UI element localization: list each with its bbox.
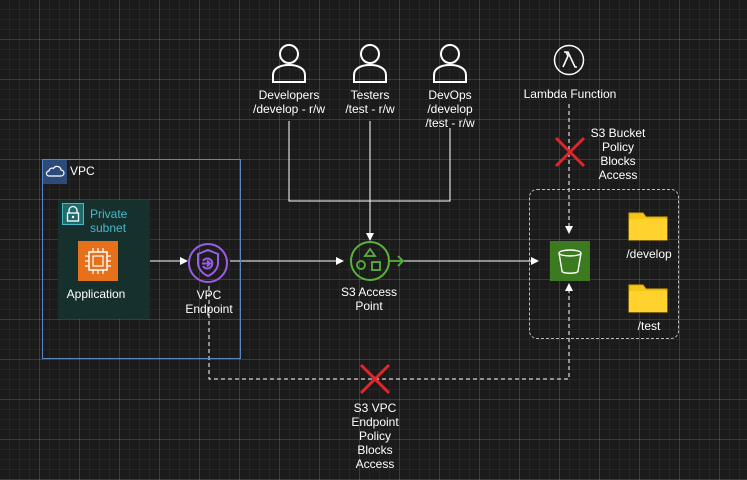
vpc-endpoint-label: VPC Endpoint <box>185 288 233 316</box>
deny-cross-icon <box>359 363 391 400</box>
s3-access-point-label: S3 Access Point <box>340 285 398 313</box>
ec2-instance-icon[interactable] <box>78 241 118 286</box>
vpc-label: VPC <box>70 164 95 178</box>
vpc-endpoint-shield-icon[interactable] <box>186 241 230 290</box>
bucket-policy-note: S3 Bucket Policy Blocks Access <box>590 126 646 182</box>
develop-folder-label: /develop <box>626 247 672 261</box>
devops-label: DevOps /develop /test - r/w <box>425 88 475 130</box>
lambda-icon[interactable] <box>553 44 585 81</box>
s3-bucket-group <box>529 189 679 339</box>
lambda-label: Lambda Function <box>523 87 617 101</box>
test-folder-label: /test <box>637 319 661 333</box>
vpc-cloud-icon <box>43 160 67 189</box>
user-icon <box>271 42 307 89</box>
s3-bucket-icon[interactable] <box>550 241 590 286</box>
lock-icon <box>62 203 84 230</box>
endpoint-direct-to-bucket-arrow <box>208 283 573 380</box>
developers-label: Developers /develop - r/w <box>252 88 326 116</box>
subnet-label: Private subnet <box>90 207 128 235</box>
testers-label: Testers /test - r/w <box>345 88 395 116</box>
user-icon <box>432 42 468 89</box>
deny-cross-icon <box>554 136 586 173</box>
endpoint-policy-note: S3 VPC Endpoint Policy Blocks Access <box>351 401 399 471</box>
s3-access-point-icon[interactable] <box>348 239 406 288</box>
user-icon <box>352 42 388 89</box>
vpc-container <box>42 159 241 359</box>
application-label: Application <box>66 287 126 301</box>
folder-icon[interactable] <box>628 209 668 246</box>
folder-icon[interactable] <box>628 281 668 318</box>
